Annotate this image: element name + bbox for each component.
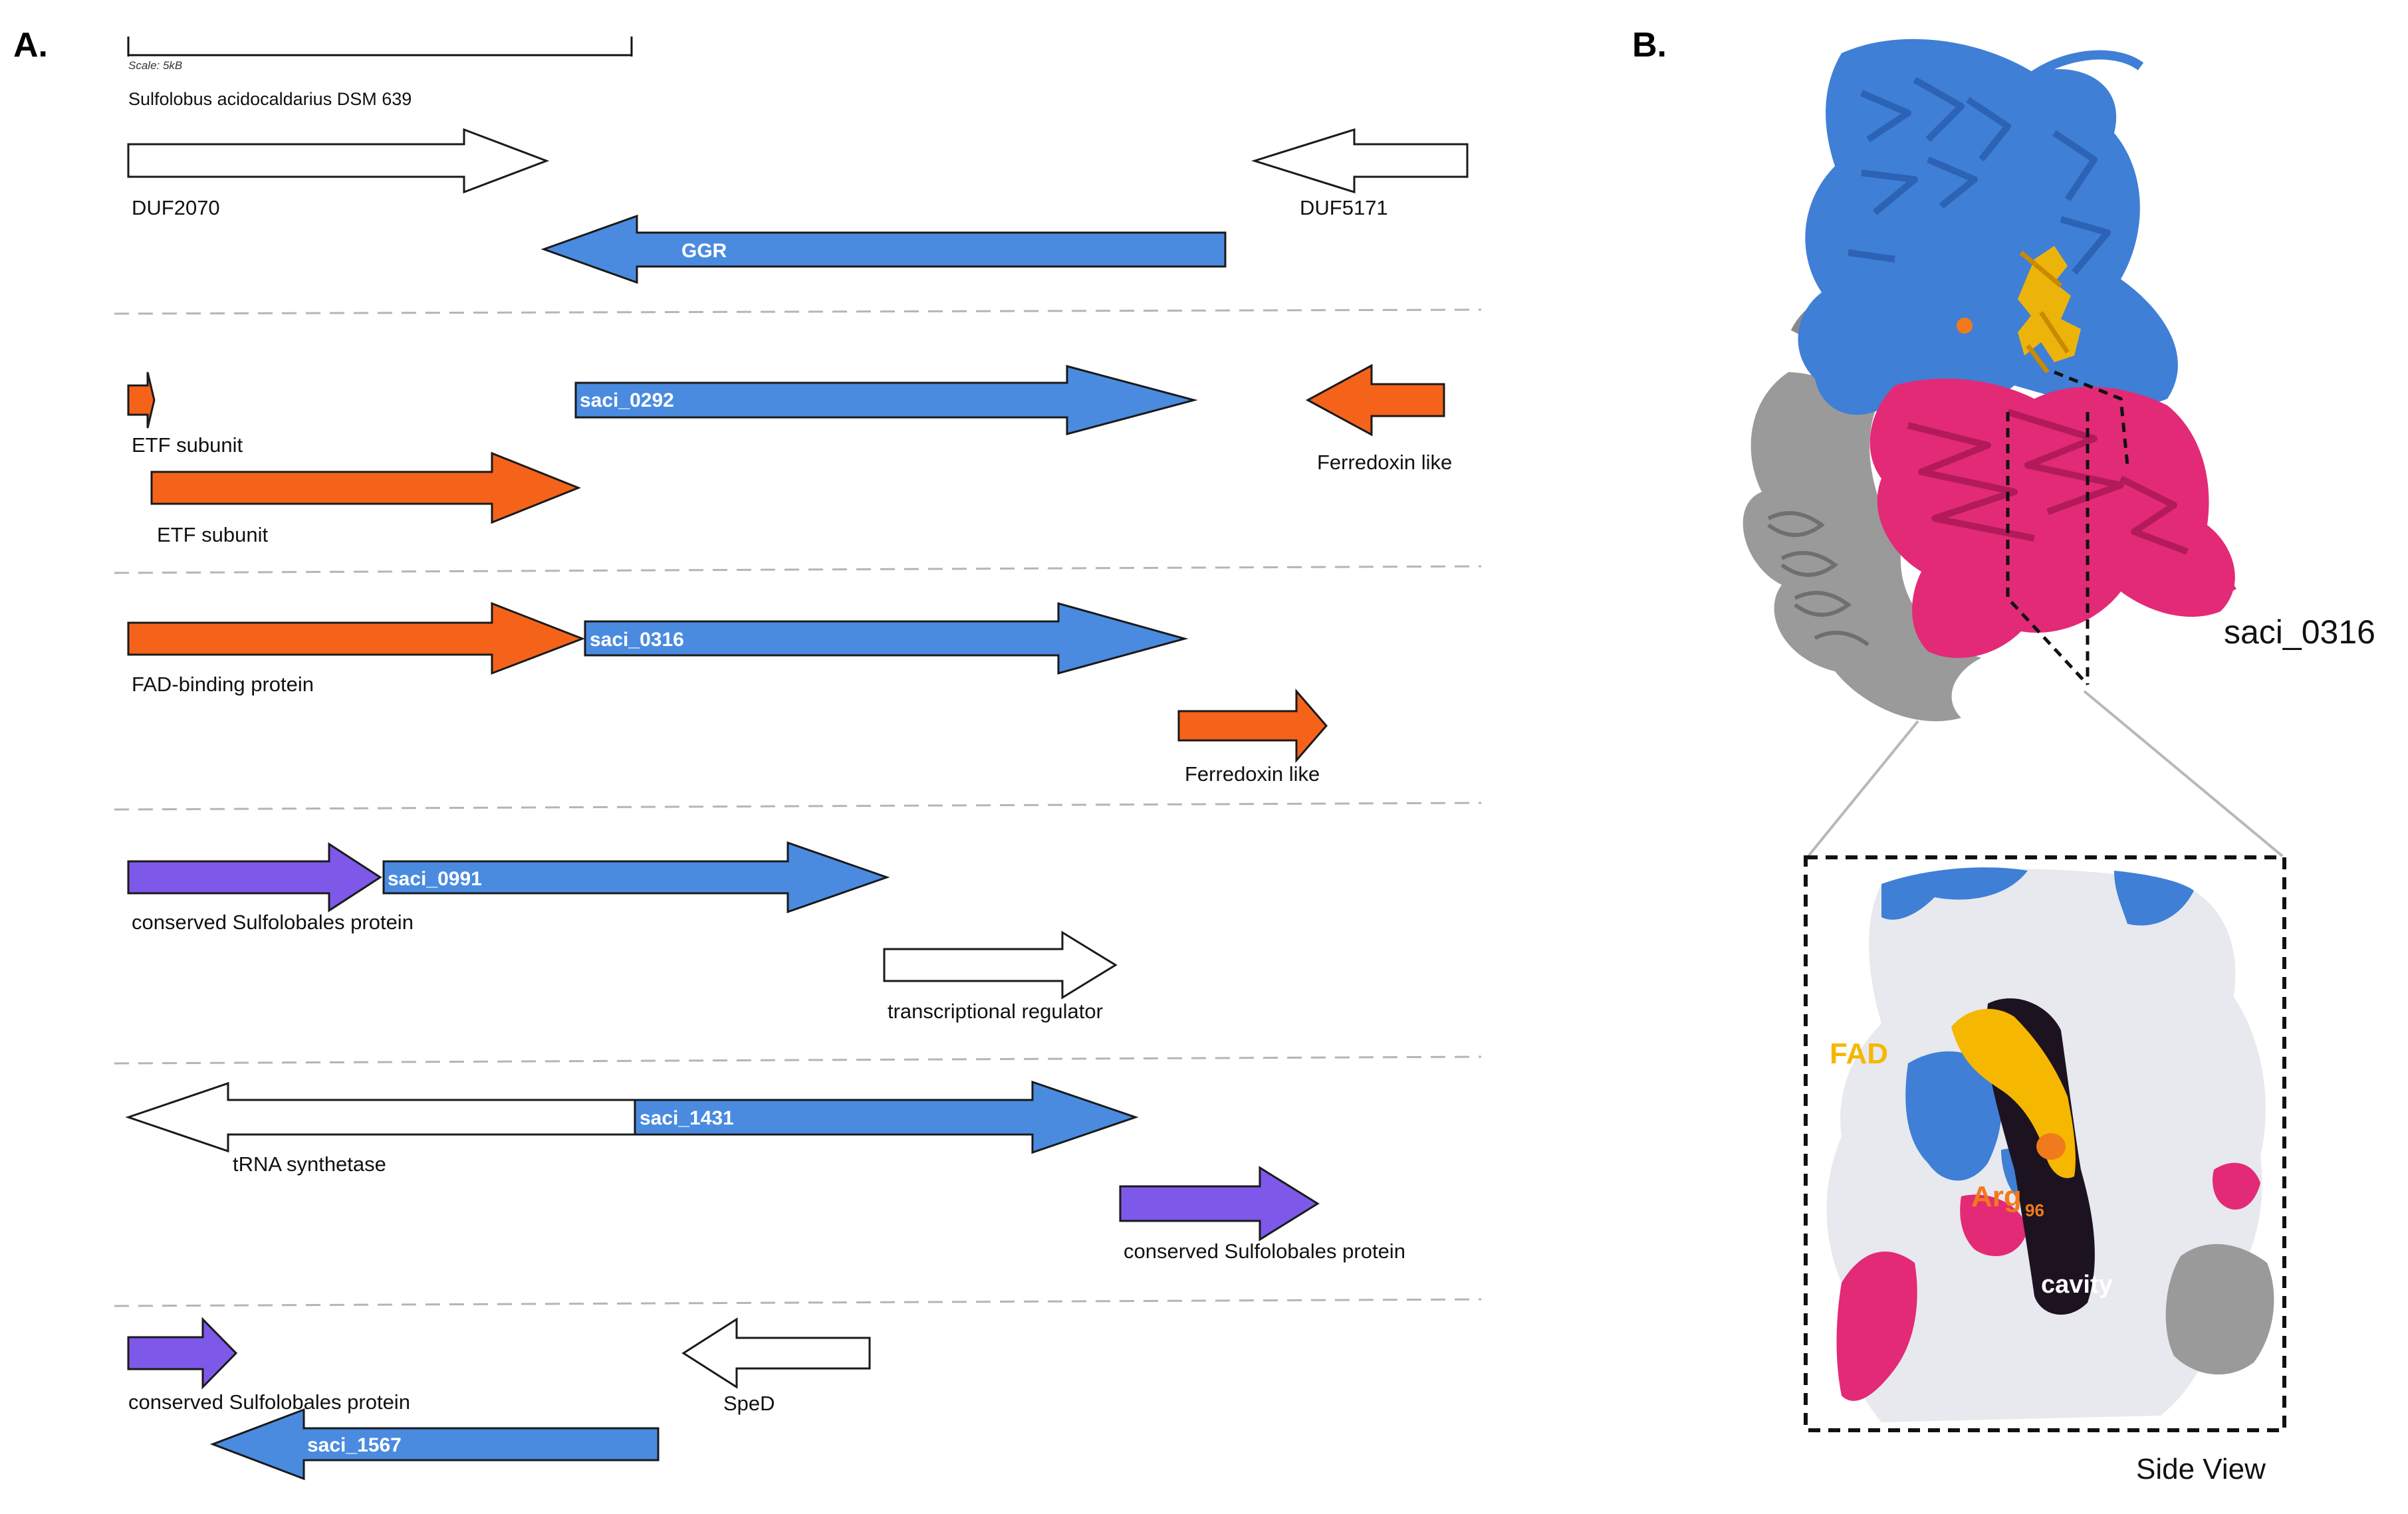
gene-fad-binding: FAD-binding protein [127, 601, 586, 696]
row-separator [114, 565, 1482, 574]
protein-structure [1743, 39, 2236, 722]
pink-domain [1869, 378, 2236, 658]
gene-label-sped: SpeD [723, 1392, 775, 1415]
gene-label-sulfo-2: conserved Sulfolobales protein [1124, 1240, 1405, 1263]
panel-a-letter: A. [13, 26, 48, 64]
gene-inlabel-saci0991: saci_0991 [388, 868, 482, 890]
scale-bar-label: Scale: 5kB [128, 59, 182, 72]
side-view-inset: FAD Arg 96 cavity [1804, 855, 2286, 1432]
gene-etf-large: ETF subunit [150, 451, 582, 546]
gene-label-etf-large: ETF subunit [157, 523, 269, 546]
gene-label-ferredoxin-2: Ferredoxin like [1185, 762, 1320, 786]
panel-b-letter: B. [1632, 26, 1667, 64]
gene-ggr: GGR [541, 214, 1227, 284]
gene-inlabel-saci0316: saci_0316 [590, 629, 684, 651]
gene-label-duf2070: DUF2070 [132, 196, 220, 219]
gene-label-etf-small: ETF subunit [132, 433, 243, 457]
gene-saci0292: saci_0292 [574, 365, 1198, 435]
gene-duf5171: DUF5171 [1251, 128, 1469, 219]
gene-transcr-reg: transcriptional regulator [883, 930, 1118, 1023]
gene-neighborhood-panel: A. Scale: 5kB Sulfolobus acidocaldarius … [13, 26, 1482, 1481]
gene-saci0316: saci_0316 [584, 602, 1189, 675]
gray-domain [1743, 298, 1981, 722]
row-separator [114, 1055, 1482, 1065]
gene-ferredoxin-1: Ferredoxin like [1305, 364, 1452, 474]
gene-sulfo-3: conserved Sulfolobales protein [127, 1317, 410, 1414]
row-separators [114, 308, 1482, 1307]
gene-sulfo-1: conserved Sulfolobales protein [127, 842, 414, 934]
gene-label-duf5171: DUF5171 [1300, 196, 1388, 219]
gene-sulfo-2: conserved Sulfolobales protein [1119, 1166, 1405, 1263]
row-separator [114, 308, 1482, 315]
gene-etf-small: ETF subunit [127, 372, 243, 457]
gene-sped: SpeD [681, 1317, 871, 1415]
fad-label: FAD [1830, 1037, 1888, 1070]
arg-label: Arg [1971, 1180, 2022, 1213]
scale-bar: Scale: 5kB [127, 37, 633, 72]
gene-inlabel-ggr: GGR [681, 240, 727, 262]
arg-subscript: 96 [2025, 1200, 2044, 1220]
gene-label-transcr-reg: transcriptional regulator [888, 1000, 1103, 1023]
structure-label: saci_0316 [2224, 613, 2375, 651]
cavity-label: cavity [2041, 1271, 2113, 1299]
gene-inlabel-saci1431: saci_1431 [640, 1107, 734, 1129]
gene-ferredoxin-2: Ferredoxin like [1177, 688, 1328, 786]
row-separator [114, 1298, 1482, 1307]
gene-saci0991: saci_0991 [382, 841, 890, 914]
arg-label-group: Arg 96 [1971, 1180, 2044, 1220]
gene-label-trna-synth: tRNA synthetase [233, 1152, 386, 1176]
gene-label-sulfo-3: conserved Sulfolobales protein [128, 1390, 410, 1414]
gene-saci1431: saci_1431 [634, 1080, 1139, 1154]
organism-name: Sulfolobus acidocaldarius DSM 639 [128, 89, 412, 109]
gene-trna-synth: tRNA synthetase [125, 1081, 636, 1176]
row-separator [114, 802, 1482, 811]
side-view-label: Side View [2136, 1453, 2266, 1485]
gene-saci1567: saci_1567 [209, 1408, 660, 1481]
gene-inlabel-saci1567: saci_1567 [307, 1434, 402, 1456]
gene-inlabel-saci0292: saci_0292 [580, 389, 674, 411]
gene-duf2070: DUF2070 [127, 128, 550, 219]
fad-ligand [1957, 246, 2081, 374]
blue-domain [1798, 39, 2178, 415]
gene-label-fad-binding: FAD-binding protein [132, 673, 314, 696]
gene-label-sulfo-1: conserved Sulfolobales protein [132, 911, 414, 934]
gene-label-ferredoxin-1: Ferredoxin like [1317, 451, 1452, 474]
